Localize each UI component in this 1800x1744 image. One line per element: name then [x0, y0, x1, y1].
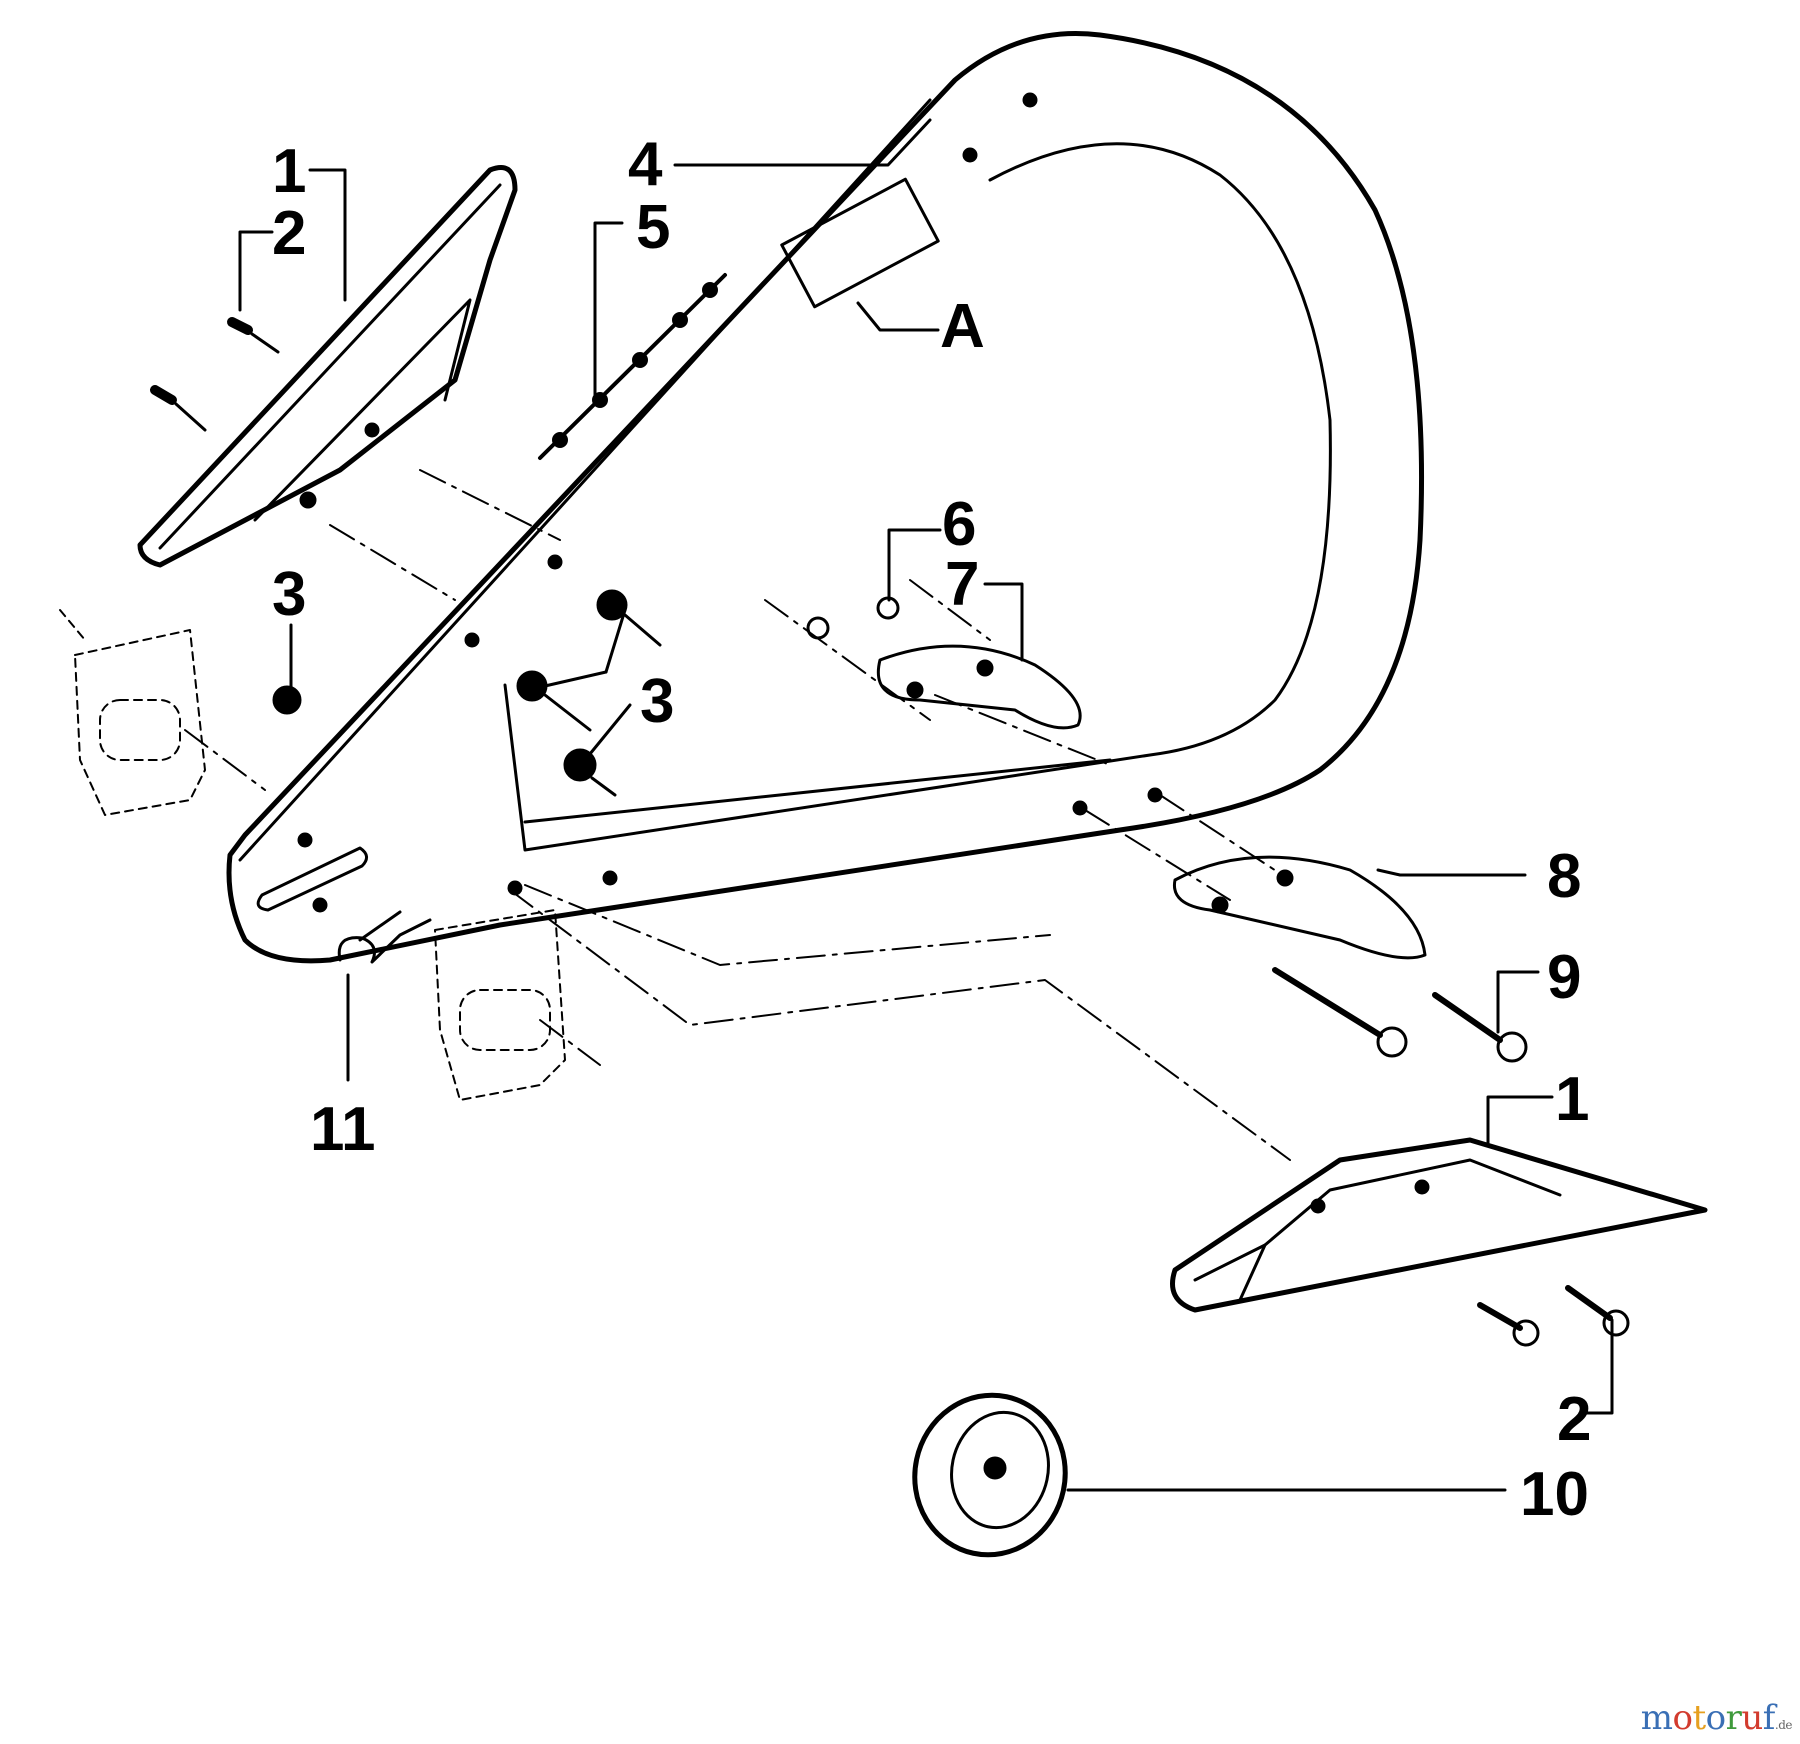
nut-3 [563, 748, 617, 797]
callout-A: A [940, 292, 985, 361]
callout-2-bottom: 2 [1557, 1385, 1591, 1454]
bracket-upper [877, 644, 1082, 730]
callout-9: 9 [1547, 943, 1581, 1012]
fastener-strip [538, 273, 727, 460]
nut-2 [516, 670, 592, 732]
callout-4: 4 [628, 130, 663, 199]
wm-letter-3: t [1692, 1698, 1706, 1738]
callout-6: 6 [942, 490, 976, 559]
callout-11: 11 [310, 1095, 376, 1164]
callout-2-top: 2 [272, 199, 306, 268]
callout-1-bottom: 1 [1555, 1065, 1589, 1134]
leader-lines [238, 118, 1614, 1492]
screw-top-2 [150, 385, 207, 432]
label-plate-A [780, 177, 940, 309]
screw-bottom-1 [1477, 1302, 1540, 1347]
screw-top-1 [227, 317, 280, 354]
callout-8: 8 [1547, 842, 1581, 911]
callout-3-mid: 3 [640, 667, 674, 736]
wm-letter-4: o [1705, 1698, 1726, 1738]
bolt-1 [1272, 967, 1408, 1058]
clip [337, 910, 432, 964]
callout-10: 10 [1520, 1460, 1589, 1529]
callout-1-top: 1 [272, 137, 306, 206]
nut-left [272, 685, 302, 715]
callout-3-left: 3 [272, 560, 306, 629]
wm-suffix: .de [1774, 1718, 1793, 1732]
watermark-logo: motoruf.de [1640, 1698, 1793, 1738]
wm-letter-7: f [1762, 1698, 1776, 1738]
callout-7: 7 [945, 550, 979, 619]
screw-bottom-2 [1565, 1285, 1630, 1337]
guard-plate-bottom [1170, 1137, 1708, 1313]
belt-guard-housing [226, 30, 1425, 964]
small-nut-2 [806, 616, 830, 640]
wheel [912, 1392, 1068, 1558]
guard-plate-top [137, 165, 518, 568]
nut-1 [596, 589, 662, 647]
wm-letter-5: r [1725, 1698, 1742, 1738]
callout-5: 5 [636, 193, 670, 262]
wm-letter-6: u [1741, 1698, 1763, 1738]
alignment-lines [184, 469, 1291, 1161]
mount-plate-dashed-center [434, 909, 566, 1101]
mount-plate-dashed-left [59, 609, 206, 816]
wm-letter-2: o [1672, 1698, 1693, 1738]
bolt-2 [1432, 992, 1528, 1063]
wm-letter-1: m [1640, 1698, 1673, 1738]
